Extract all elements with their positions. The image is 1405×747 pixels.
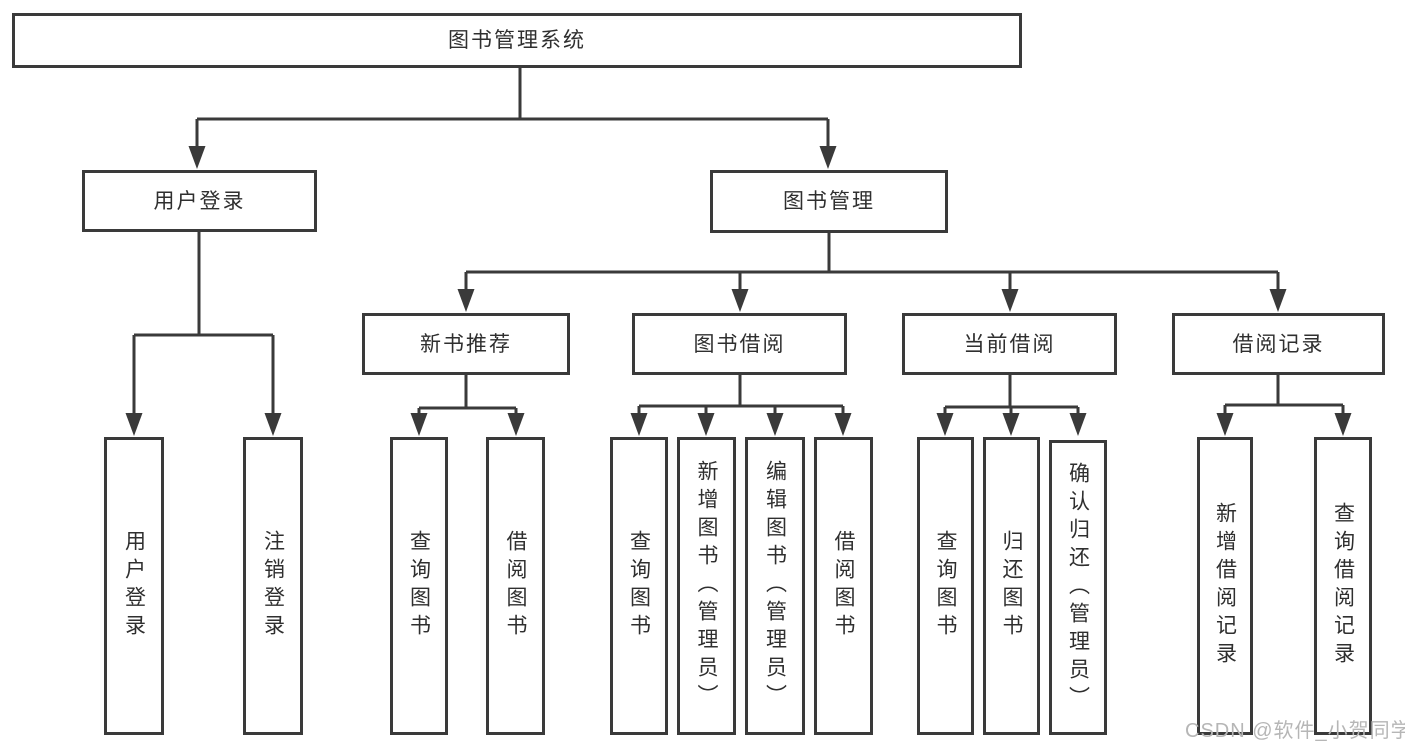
leaf-borrow-edit-book-admin: 编辑图书（管理员）: [745, 437, 805, 735]
leaf-record-query-label: 查询借阅记录: [1331, 502, 1355, 670]
leaf-record-query: 查询借阅记录: [1314, 437, 1372, 735]
node-borrow-record-label: 借阅记录: [1232, 332, 1325, 356]
leaf-recommend-borrow-book: 借阅图书: [486, 437, 545, 735]
leaf-user-login: 用户登录: [104, 437, 164, 735]
leaf-current-return-book: 归还图书: [983, 437, 1040, 735]
node-current-borrow: 当前借阅: [902, 313, 1117, 375]
node-book-management: 图书管理: [710, 170, 948, 233]
leaf-borrow-borrow-book: 借阅图书: [814, 437, 873, 735]
leaf-logout: 注销登录: [243, 437, 303, 735]
node-user-login: 用户登录: [82, 170, 317, 232]
node-library-system-label: 图书管理系统: [448, 29, 586, 52]
node-book-borrow-label: 图书借阅: [693, 332, 786, 356]
node-book-management-label: 图书管理: [783, 190, 875, 213]
leaf-recommend-borrow-book-label: 借阅图书: [504, 530, 527, 642]
node-user-login-label: 用户登录: [153, 189, 246, 213]
node-library-system: 图书管理系统: [12, 13, 1022, 68]
leaf-record-add: 新增借阅记录: [1197, 437, 1253, 735]
leaf-current-return-book-label: 归还图书: [1000, 530, 1023, 642]
node-new-book-recommend-label: 新书推荐: [420, 332, 512, 356]
leaf-recommend-query-book-label: 查询图书: [407, 530, 431, 642]
node-current-borrow-label: 当前借阅: [963, 332, 1056, 356]
csdn-watermark: CSDN @软件_小贺同学: [1185, 720, 1405, 742]
leaf-current-confirm-return-admin-label: 确认归还（管理员）: [1066, 461, 1090, 714]
leaf-logout-label: 注销登录: [261, 530, 285, 642]
leaf-borrow-borrow-book-label: 借阅图书: [832, 530, 855, 642]
node-new-book-recommend: 新书推荐: [362, 313, 570, 375]
leaf-recommend-query-book: 查询图书: [390, 437, 448, 735]
leaf-current-query-book: 查询图书: [917, 437, 974, 735]
leaf-borrow-add-book-admin: 新增图书（管理员）: [677, 437, 736, 735]
leaf-borrow-add-book-admin-label: 新增图书（管理员）: [695, 460, 718, 712]
leaf-borrow-query-book: 查询图书: [610, 437, 668, 735]
leaf-user-login-label: 用户登录: [122, 530, 146, 642]
node-book-borrow: 图书借阅: [632, 313, 847, 375]
leaf-borrow-edit-book-admin-label: 编辑图书（管理员）: [763, 460, 787, 712]
node-borrow-record: 借阅记录: [1172, 313, 1385, 375]
leaf-current-query-book-label: 查询图书: [934, 530, 957, 642]
leaf-current-confirm-return-admin: 确认归还（管理员）: [1049, 440, 1107, 735]
leaf-borrow-query-book-label: 查询图书: [627, 530, 651, 642]
leaf-record-add-label: 新增借阅记录: [1213, 502, 1237, 670]
